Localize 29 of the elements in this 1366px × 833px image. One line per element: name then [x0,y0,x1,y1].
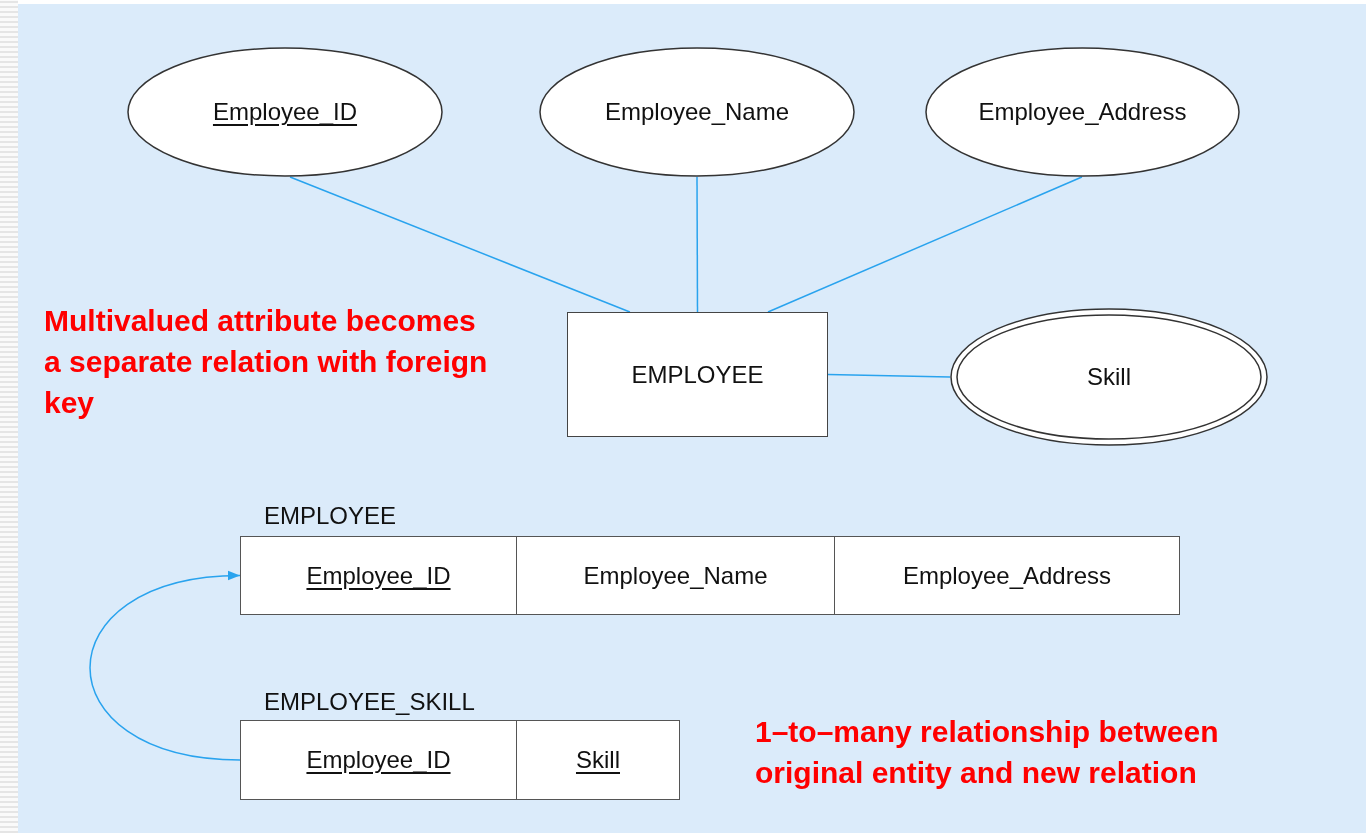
table-cell [240,536,517,615]
connector-line [289,176,631,313]
entity-box [567,312,828,437]
table-cell [516,536,835,615]
table-cell [834,536,1180,615]
attribute-name: Employee_Name [604,97,790,127]
foreign-key-arrow [89,571,241,761]
connector-line [827,373,951,378]
connector-line [767,176,1083,313]
attribute-ellipse [127,47,443,177]
attribute-name: Employee_Address [978,97,1187,127]
attribute-name: Skill [1087,362,1131,392]
attribute-name: Skill [576,745,620,775]
multivalued-attribute-ellipse [950,308,1268,446]
relation-name: EMPLOYEE_SKILL [264,688,475,716]
attribute-name: Employee_ID [306,745,451,775]
attribute-name: Employee_Address [902,560,1112,591]
attribute-name: Employee_Name [583,560,768,591]
relation-name: EMPLOYEE [264,502,397,530]
attribute-name: Employee_ID [306,560,451,591]
note-text: Multivalued attribute becomes a separate relation with foreign key [44,303,489,421]
attribute-name: EMPLOYEE [631,359,764,390]
attribute-ellipse [539,47,855,177]
attribute-name: Employee_ID [212,97,358,127]
note-text: 1–to–many relationship between original entity and new relation [755,714,1220,791]
table-cell [240,720,517,800]
connector-line [696,176,699,313]
table-cell [516,720,680,800]
attribute-ellipse [925,47,1240,177]
